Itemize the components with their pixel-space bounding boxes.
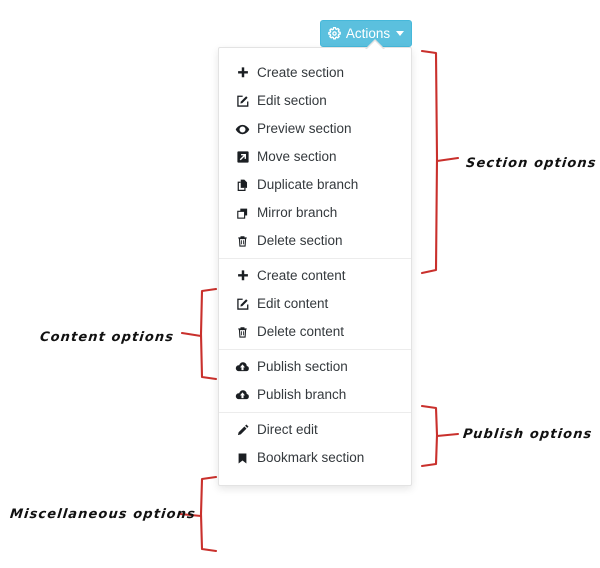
menu-item-delete-content[interactable]: Delete content	[219, 318, 411, 346]
menu-item-move-section[interactable]: Move section	[219, 143, 411, 171]
menu-item-label: Edit content	[257, 296, 329, 311]
menu-item-duplicate-branch[interactable]: Duplicate branch	[219, 171, 411, 199]
menu-item-direct-edit[interactable]: Direct edit	[219, 416, 411, 444]
pencil-icon	[235, 423, 250, 438]
plus-icon	[235, 269, 250, 284]
menu-group-publish-options: Publish section Publish branch	[219, 349, 411, 412]
trash-icon	[235, 325, 250, 340]
menu-item-label: Direct edit	[257, 422, 318, 437]
menu-group-section-options: Create section Edit section	[219, 56, 411, 258]
menu-item-label: Create section	[257, 65, 345, 80]
menu-item-label: Delete content	[257, 324, 345, 339]
annotation-miscellaneous-options: Miscellaneous options	[9, 507, 197, 522]
menu-item-edit-section[interactable]: Edit section	[219, 87, 411, 115]
eye-icon	[235, 122, 250, 137]
menu-item-create-section[interactable]: Create section	[219, 59, 411, 87]
menu-item-delete-section[interactable]: Delete section	[219, 227, 411, 255]
menu-item-label: Publish section	[257, 359, 348, 374]
menu-group-miscellaneous-options: Direct edit Bookmark section	[219, 412, 411, 475]
menu-item-label: Delete section	[257, 233, 343, 248]
pencil-square-icon	[235, 297, 250, 312]
gear-icon	[327, 26, 341, 40]
annotation-content-options: Content options	[39, 330, 175, 345]
menu-item-label: Preview section	[257, 121, 352, 136]
menu-item-label: Create content	[257, 268, 346, 283]
cloud-upload-icon	[235, 360, 250, 375]
bracket-publish-options	[420, 403, 466, 469]
annotation-publish-options: Publish options	[462, 427, 594, 442]
menu-item-label: Publish branch	[257, 387, 347, 402]
menu-item-edit-content[interactable]: Edit content	[219, 290, 411, 318]
menu-item-label: Edit section	[257, 93, 327, 108]
actions-dropdown-menu: Create section Edit section	[218, 47, 412, 486]
cloud-upload-icon	[235, 388, 250, 403]
menu-item-label: Duplicate branch	[257, 177, 359, 192]
clone-icon	[235, 206, 250, 221]
menu-item-label: Move section	[257, 149, 337, 164]
actions-button-label: Actions	[345, 26, 391, 41]
menu-group-content-options: Create content Edit content	[219, 258, 411, 349]
menu-item-bookmark-section[interactable]: Bookmark section	[219, 444, 411, 472]
bracket-section-options	[420, 48, 466, 276]
copy-icon	[235, 178, 250, 193]
trash-icon	[235, 234, 250, 249]
menu-item-publish-section[interactable]: Publish section	[219, 353, 411, 381]
annotation-section-options: Section options	[465, 156, 598, 171]
bracket-content-options	[180, 286, 232, 382]
move-arrow-icon	[235, 150, 250, 165]
popover-arrow	[366, 41, 384, 50]
menu-item-label: Bookmark section	[257, 450, 365, 465]
pencil-square-icon	[235, 94, 250, 109]
bookmark-icon	[235, 451, 250, 466]
menu-item-create-content[interactable]: Create content	[219, 262, 411, 290]
plus-icon	[235, 66, 250, 81]
menu-item-label: Mirror branch	[257, 205, 338, 220]
menu-item-preview-section[interactable]: Preview section	[219, 115, 411, 143]
caret-down-icon	[396, 31, 405, 36]
bracket-miscellaneous-options	[178, 474, 232, 554]
menu-item-publish-branch[interactable]: Publish branch	[219, 381, 411, 409]
menu-item-mirror-branch[interactable]: Mirror branch	[219, 199, 411, 227]
